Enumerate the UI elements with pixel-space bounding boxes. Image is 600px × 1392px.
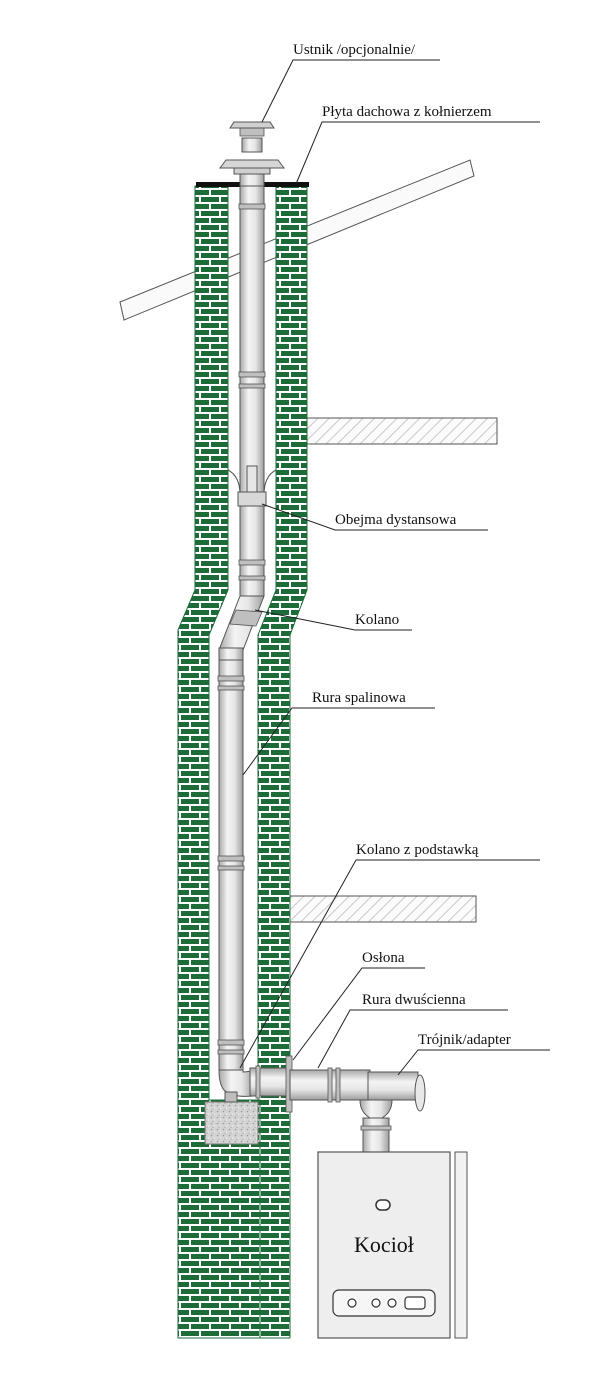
label-flue-pipe: Rura spalinowa [312,690,406,706]
label-spacer: Obejma dystansowa [335,512,457,528]
floor-slab-upper [304,417,498,445]
elbow-with-base [218,1069,255,1103]
label-elbow-base: Kolano z podstawką [356,842,479,858]
double-wall-pipe [249,1055,371,1113]
label-roof-plate: Płyta dachowa z kołnierzem [322,104,492,120]
flue-pipe-lower [217,659,245,1071]
label-elbow: Kolano [355,612,399,628]
flue-pipe-upper [238,185,266,597]
label-tee: Trójnik/adapter [418,1032,511,1048]
label-cover: Osłona [362,950,405,966]
floor-slab-lower [287,895,477,923]
tee-adapter [359,1071,426,1153]
spacer-bracket [227,465,277,507]
chimney-cap [219,121,285,187]
label-cap: Ustnik /opcjonalnie/ [293,42,416,58]
concrete-base [204,1101,259,1145]
leader-lines [239,59,550,1076]
brick-wall [177,185,308,1339]
pipe-elbow [218,595,265,661]
boiler-label: Kocioł [354,1232,414,1257]
label-double-pipe: Rura dwuścienna [362,992,466,1008]
boiler-unit: Kocioł [317,1151,468,1339]
